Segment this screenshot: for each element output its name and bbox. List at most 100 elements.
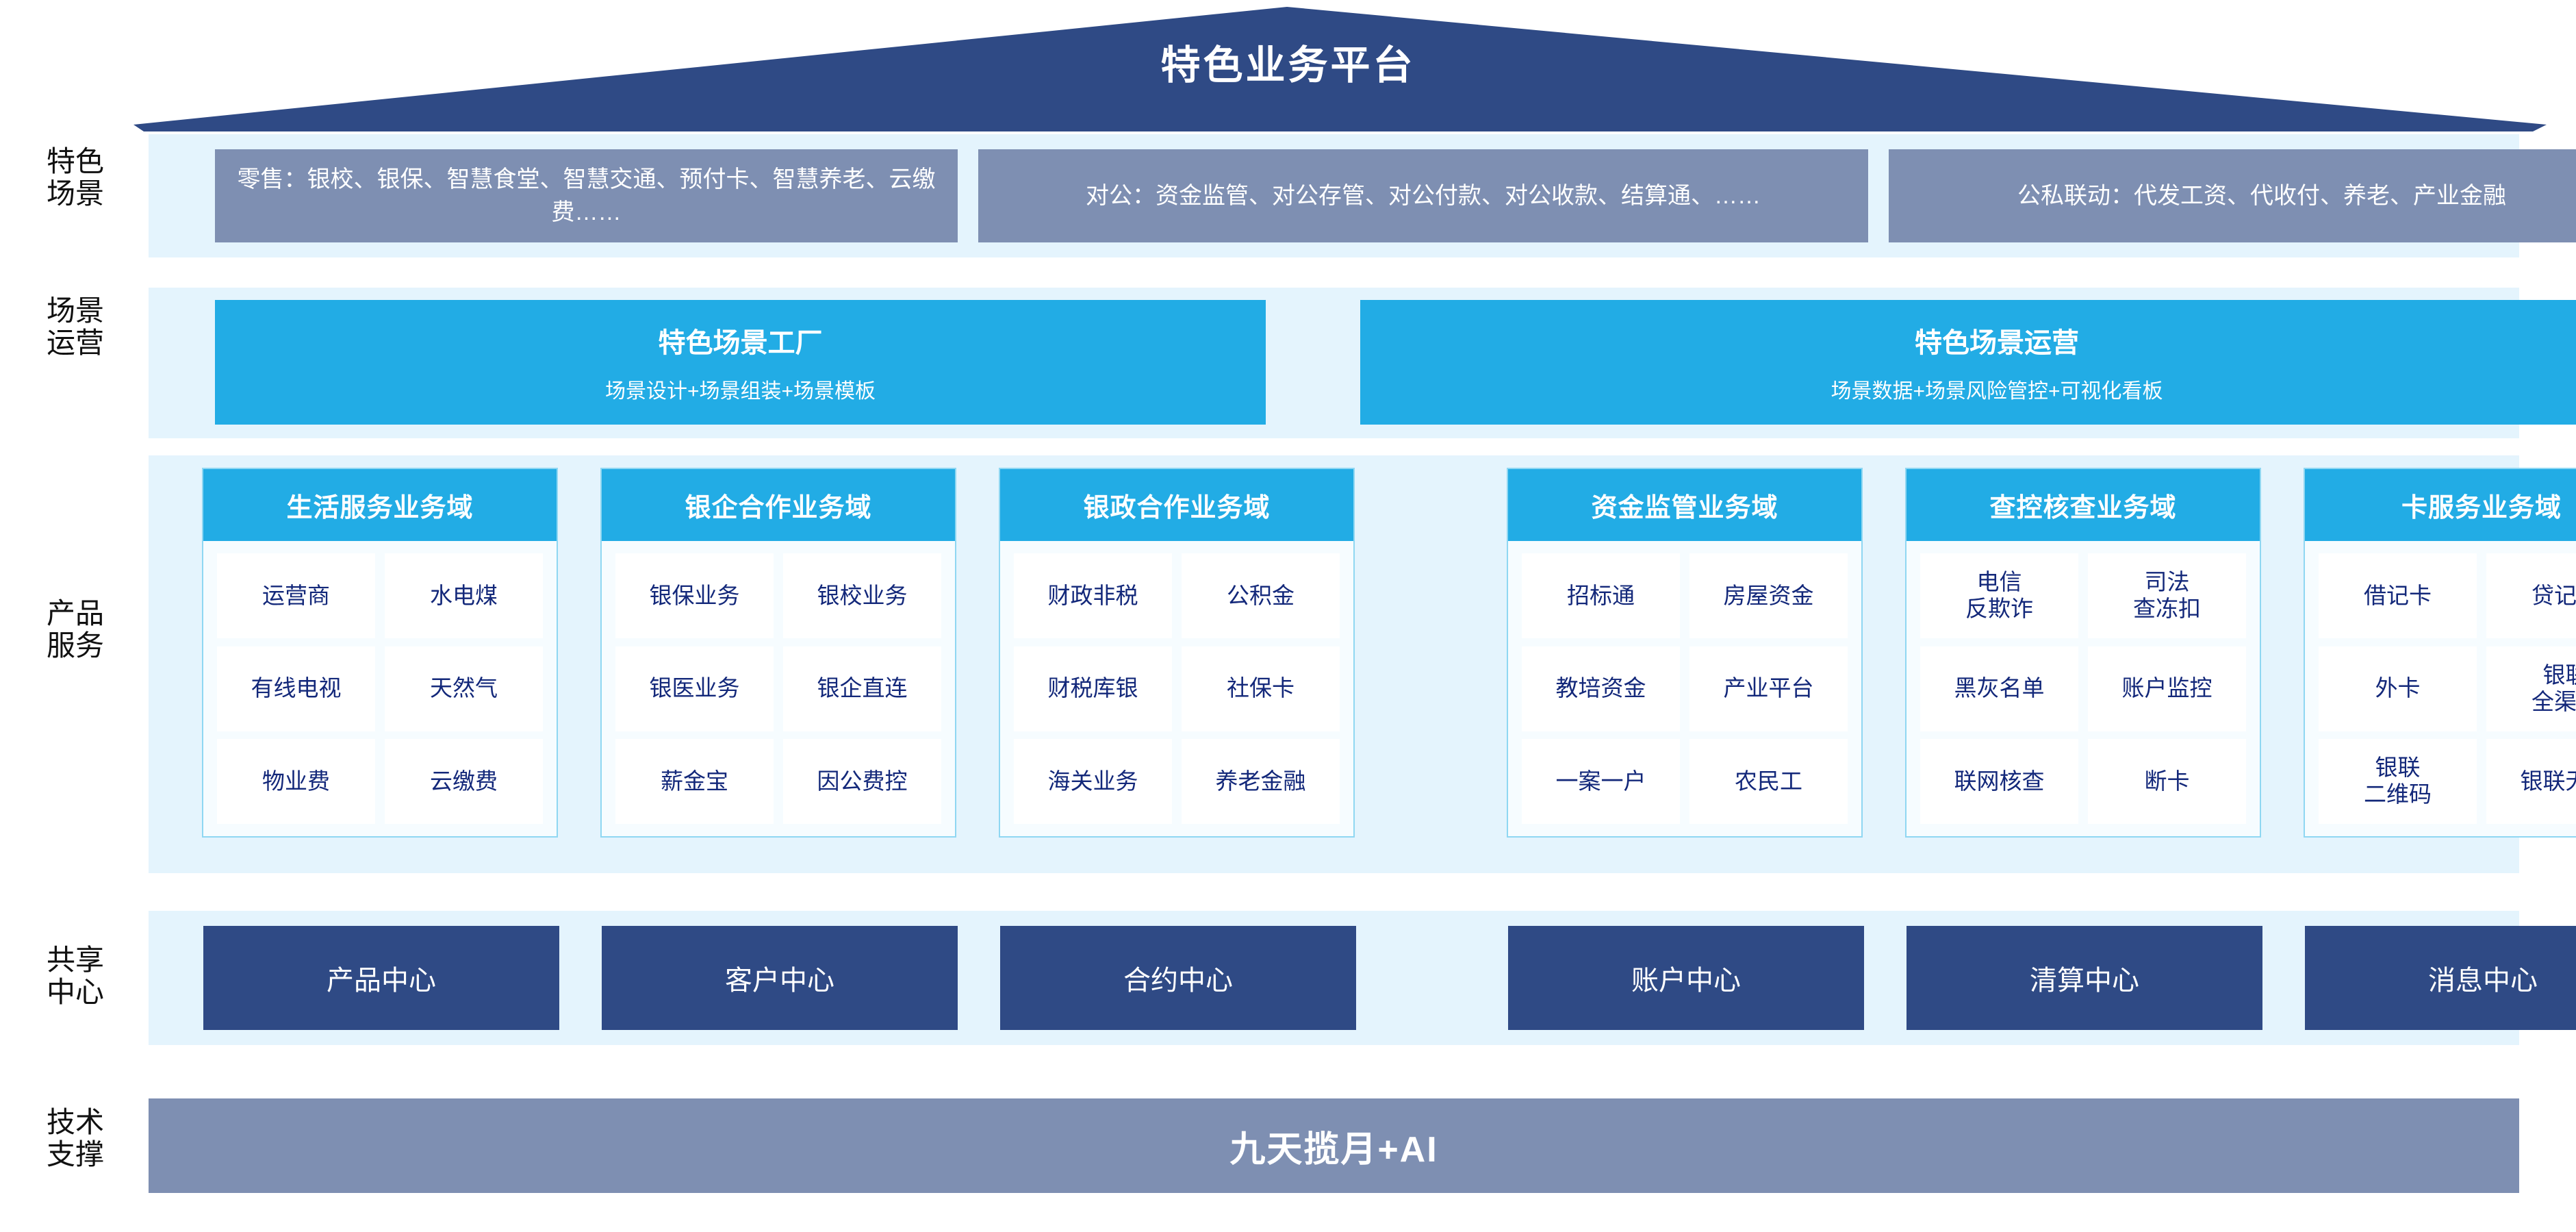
domain-cell[interactable]: 借记卡 bbox=[2319, 553, 2477, 638]
domain-row: 海关业务 养老金融 bbox=[1014, 739, 1340, 824]
domain-row: 财税库银 社保卡 bbox=[1014, 646, 1340, 731]
scenario-box-retail[interactable]: 零售：银校、银保、智慧食堂、智慧交通、预付卡、智慧养老、云缴费…… bbox=[215, 149, 958, 242]
rail-label-line1: 特色 bbox=[46, 145, 104, 177]
domain-cell[interactable]: 房屋资金 bbox=[1689, 553, 1848, 638]
domain-cell[interactable]: 贷记卡 bbox=[2486, 553, 2576, 638]
domain-cell[interactable]: 教培资金 bbox=[1522, 646, 1680, 731]
operations-title: 特色场景运营 bbox=[1915, 328, 2079, 358]
domain-cell[interactable]: 有线电视 bbox=[217, 646, 375, 731]
tech-support-bar[interactable]: 九天揽月+AI bbox=[149, 1098, 2519, 1193]
domain-cell[interactable]: 银联全渠道 bbox=[2486, 646, 2576, 731]
domain-cells: 财政非税 公积金 财税库银 社保卡 海关业务 养老金融 bbox=[1000, 541, 1353, 836]
domain-cell[interactable]: 联网核查 bbox=[1920, 739, 2078, 824]
domain-row: 银保业务 银校业务 bbox=[615, 553, 941, 638]
center-box-product[interactable]: 产品中心 bbox=[203, 926, 559, 1030]
rail-label-centers: 共享 中心 bbox=[14, 944, 137, 1008]
domain-row: 有线电视 天然气 bbox=[217, 646, 543, 731]
products-band: 生活服务业务域 运营商 水电煤 有线电视 天然气 物业费 云缴费 银企合作业务域 bbox=[149, 455, 2576, 873]
operations-box-scene-factory[interactable]: 特色场景工厂 场景设计+场景组装+场景模板 bbox=[215, 300, 1266, 425]
operations-subtitle: 场景数据+场景风险管控+可视化看板 bbox=[1831, 380, 2163, 403]
domain-cell[interactable]: 产业平台 bbox=[1689, 646, 1848, 731]
domain-cell[interactable]: 运营商 bbox=[217, 553, 375, 638]
domain-cell[interactable]: 天然气 bbox=[385, 646, 543, 731]
domain-title: 银企合作业务域 bbox=[602, 469, 955, 541]
rail-label-line2: 场景 bbox=[46, 177, 104, 210]
domain-column-investigation[interactable]: 查控核查业务域 电信反欺诈 司法查冻扣 黑灰名单 账户监控 联网核查 断卡 bbox=[1905, 468, 2261, 838]
domain-cell[interactable]: 公积金 bbox=[1182, 553, 1340, 638]
domain-row: 电信反欺诈 司法查冻扣 bbox=[1920, 553, 2246, 638]
rail-label-products: 产品 服务 bbox=[14, 597, 137, 662]
domain-cell[interactable]: 薪金宝 bbox=[615, 739, 774, 824]
operations-band: 特色场景工厂 场景设计+场景组装+场景模板 特色场景运营 场景数据+场景风险管控… bbox=[149, 288, 2576, 438]
domain-title: 卡服务业务域 bbox=[2305, 469, 2576, 541]
domain-cells: 电信反欺诈 司法查冻扣 黑灰名单 账户监控 联网核查 断卡 bbox=[1907, 541, 2260, 836]
domain-cells: 招标通 房屋资金 教培资金 产业平台 一案一户 农民工 bbox=[1508, 541, 1861, 836]
center-box-message[interactable]: 消息中心 bbox=[2305, 926, 2576, 1030]
domain-row: 教培资金 产业平台 bbox=[1522, 646, 1848, 731]
domain-cell[interactable]: 财政非税 bbox=[1014, 553, 1172, 638]
domain-cell[interactable]: 海关业务 bbox=[1014, 739, 1172, 824]
rail-label-line2: 支撑 bbox=[46, 1138, 104, 1171]
domain-cell[interactable]: 银联二维码 bbox=[2319, 739, 2477, 824]
rail-label-line1: 产品 bbox=[46, 597, 104, 629]
domain-cell[interactable]: 电信反欺诈 bbox=[1920, 553, 2078, 638]
domain-cell[interactable]: 一案一户 bbox=[1522, 739, 1680, 824]
domain-cells: 银保业务 银校业务 银医业务 银企直连 薪金宝 因公费控 bbox=[602, 541, 955, 836]
domain-cell[interactable]: 云缴费 bbox=[385, 739, 543, 824]
domain-cell[interactable]: 水电煤 bbox=[385, 553, 543, 638]
domain-cell[interactable]: 断卡 bbox=[2088, 739, 2246, 824]
scenarios-band: 零售：银校、银保、智慧食堂、智慧交通、预付卡、智慧养老、云缴费…… 对公：资金监… bbox=[149, 134, 2576, 257]
rail-label-operations: 场景 运营 bbox=[14, 294, 137, 359]
domain-row: 联网核查 断卡 bbox=[1920, 739, 2246, 824]
roof-shape-icon bbox=[133, 7, 2547, 131]
domain-cell[interactable]: 银保业务 bbox=[615, 553, 774, 638]
domain-row: 财政非税 公积金 bbox=[1014, 553, 1340, 638]
domain-cell[interactable]: 银医业务 bbox=[615, 646, 774, 731]
scenario-box-public-private[interactable]: 公私联动：代发工资、代收付、养老、产业金融 bbox=[1889, 149, 2576, 242]
domain-row: 薪金宝 因公费控 bbox=[615, 739, 941, 824]
domain-cell[interactable]: 养老金融 bbox=[1182, 739, 1340, 824]
domain-row: 一案一户 农民工 bbox=[1522, 739, 1848, 824]
page-title: 特色业务平台 bbox=[1160, 43, 1416, 88]
domain-cell[interactable]: 账户监控 bbox=[2088, 646, 2246, 731]
domain-cell[interactable]: 银联无卡 bbox=[2486, 739, 2576, 824]
domain-title: 资金监管业务域 bbox=[1508, 469, 1861, 541]
domain-cell[interactable]: 银校业务 bbox=[783, 553, 941, 638]
center-box-account[interactable]: 账户中心 bbox=[1508, 926, 1864, 1030]
domain-cell[interactable]: 银企直连 bbox=[783, 646, 941, 731]
domain-column-bank-enterprise[interactable]: 银企合作业务域 银保业务 银校业务 银医业务 银企直连 薪金宝 因公费控 bbox=[600, 468, 956, 838]
domain-title: 银政合作业务域 bbox=[1000, 469, 1353, 541]
domain-cell[interactable]: 物业费 bbox=[217, 739, 375, 824]
domain-cell[interactable]: 社保卡 bbox=[1182, 646, 1340, 731]
domain-cell[interactable]: 招标通 bbox=[1522, 553, 1680, 638]
platform-roof bbox=[0, 0, 2576, 137]
domain-cell[interactable]: 外卡 bbox=[2319, 646, 2477, 731]
domain-row: 黑灰名单 账户监控 bbox=[1920, 646, 2246, 731]
domain-row: 运营商 水电煤 bbox=[217, 553, 543, 638]
domain-column-fund-supervision[interactable]: 资金监管业务域 招标通 房屋资金 教培资金 产业平台 一案一户 农民工 bbox=[1507, 468, 1863, 838]
domain-row: 招标通 房屋资金 bbox=[1522, 553, 1848, 638]
domain-row: 借记卡 贷记卡 bbox=[2319, 553, 2576, 638]
domain-cell[interactable]: 农民工 bbox=[1689, 739, 1848, 824]
domain-column-bank-government[interactable]: 银政合作业务域 财政非税 公积金 财税库银 社保卡 海关业务 养老金融 bbox=[999, 468, 1355, 838]
center-box-customer[interactable]: 客户中心 bbox=[602, 926, 958, 1030]
domain-title: 查控核查业务域 bbox=[1907, 469, 2260, 541]
rail-label-line2: 运营 bbox=[46, 327, 104, 360]
scenario-box-corporate[interactable]: 对公：资金监管、对公存管、对公付款、对公收款、结算通、…… bbox=[978, 149, 1868, 242]
operations-box-scene-operations[interactable]: 特色场景运营 场景数据+场景风险管控+可视化看板 bbox=[1360, 300, 2576, 425]
domain-cell[interactable]: 财税库银 bbox=[1014, 646, 1172, 731]
domain-cell[interactable]: 因公费控 bbox=[783, 739, 941, 824]
rail-label-line2: 中心 bbox=[46, 976, 104, 1009]
domain-cell[interactable]: 黑灰名单 bbox=[1920, 646, 2078, 731]
domain-row: 外卡 银联全渠道 bbox=[2319, 646, 2576, 731]
domain-cell[interactable]: 司法查冻扣 bbox=[2088, 553, 2246, 638]
domain-row: 物业费 云缴费 bbox=[217, 739, 543, 824]
domain-column-life-services[interactable]: 生活服务业务域 运营商 水电煤 有线电视 天然气 物业费 云缴费 bbox=[202, 468, 558, 838]
domain-title: 生活服务业务域 bbox=[203, 469, 557, 541]
center-box-contract[interactable]: 合约中心 bbox=[1000, 926, 1356, 1030]
center-box-clearing[interactable]: 清算中心 bbox=[1907, 926, 2262, 1030]
